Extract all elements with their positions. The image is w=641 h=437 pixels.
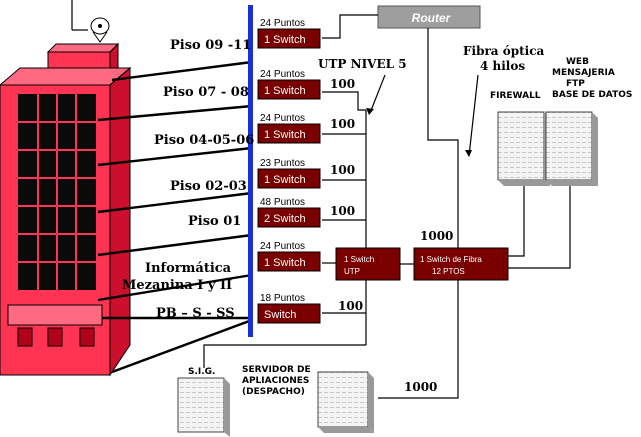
web-server [545,111,598,186]
fiber-label: Fibra óptica [463,44,545,58]
switch-points: 24 Puntos [260,241,305,252]
switch-points: 23 Puntos [260,158,305,169]
switch-label: 2 Switch [264,213,306,225]
fiber-label: 4 hilos [480,59,525,73]
floor-switch [257,168,321,189]
fiber-arrowhead [465,150,472,157]
link-speed: 100 [330,204,355,218]
floor-label: Piso 01 [188,214,241,229]
floor-label: Mezanina I y II [122,278,232,293]
floor-leader-lines [97,60,253,374]
fiber-switch: 1 Switch de Fibra 12 PTOS [413,247,509,281]
floor-label: Piso 09 -11 [170,38,251,53]
utp-label: UTP NIVEL 5 [318,57,407,71]
floor-switch [257,28,321,49]
router-label: Router [412,11,452,25]
floor-switch [257,303,321,324]
switch-fiber-line2: 12 PTOS [432,267,465,276]
switch-label: 1 Switch [264,129,306,141]
utp-arrow [369,74,386,114]
link-speed: 1000 [420,229,453,243]
app-server-label: SERVIDOR DE [242,365,311,375]
switch-points: 24 Puntos [260,113,305,124]
link-speed: 100 [330,163,355,177]
firewall-link [508,180,525,257]
floor-label: Piso 07 - 08 [163,85,249,100]
app-server-link [378,280,459,399]
router-fiber-link [427,28,459,248]
switch-label: 1 Switch [264,85,306,97]
service-label: WEB [566,57,589,67]
router-link [322,14,378,39]
service-label: FTP [566,79,585,89]
router: Router [377,5,481,29]
fiber-arrow [468,74,479,157]
sig-server [177,377,230,437]
service-label: MENSAJERIA [552,68,615,78]
floor-label: PB – S - SS [156,306,235,321]
app-server-label: APLIACIONES [242,376,309,386]
switch-uplinks [322,91,366,314]
floor-switch [257,251,321,272]
floor-switch [257,123,321,144]
switch-utp-line2: UTP [344,267,360,276]
switch-label: 1 Switch [264,34,306,46]
switch-label: Switch [264,309,296,321]
web-server-link [508,180,571,269]
floor-label: Piso 04-05-06 [154,133,254,148]
link-speed: 100 [330,117,355,131]
floor-switches: 24 Puntos 1 Switch 24 Puntos 1 Switch 24… [257,18,321,324]
utp-arrowhead [366,108,374,115]
switch-points: 48 Puntos [260,197,305,208]
link-speed-labels: 100 100 100 100 100 1000 1000 [330,77,453,394]
satellite-dish-icon [71,0,110,43]
switch-points: 24 Puntos [260,18,305,29]
firewall-label: FIREWALL [490,91,541,101]
service-label: BASE DE DATOS [552,90,632,100]
link-speed: 1000 [404,380,437,394]
floor-switch [257,207,321,228]
switch-fiber-line1: 1 Switch de Fibra [420,255,482,264]
switch-label: 1 Switch [264,257,306,269]
switch-points: 24 Puntos [260,69,305,80]
floor-labels: Piso 09 -11 Piso 07 - 08 Piso 04-05-06 P… [122,38,254,321]
utp-switch: 1 Switch UTP [335,247,401,281]
vertical-backbone [248,5,253,337]
sig-label: S.I.G. [188,367,215,377]
firewall-server [497,111,550,186]
floor-switch [257,79,321,100]
floor-label: Informática [145,261,232,276]
app-server-label: (DESPACHO) [242,387,305,397]
floor-label: Piso 02-03 [170,179,247,194]
switch-utp-line1: 1 Switch [344,255,374,264]
application-server [317,371,374,433]
switch-label: 1 Switch [264,174,306,186]
switch-points: 18 Puntos [260,293,305,304]
link-speed: 100 [338,299,363,313]
link-speed: 100 [330,77,355,91]
sig-link [203,344,366,368]
